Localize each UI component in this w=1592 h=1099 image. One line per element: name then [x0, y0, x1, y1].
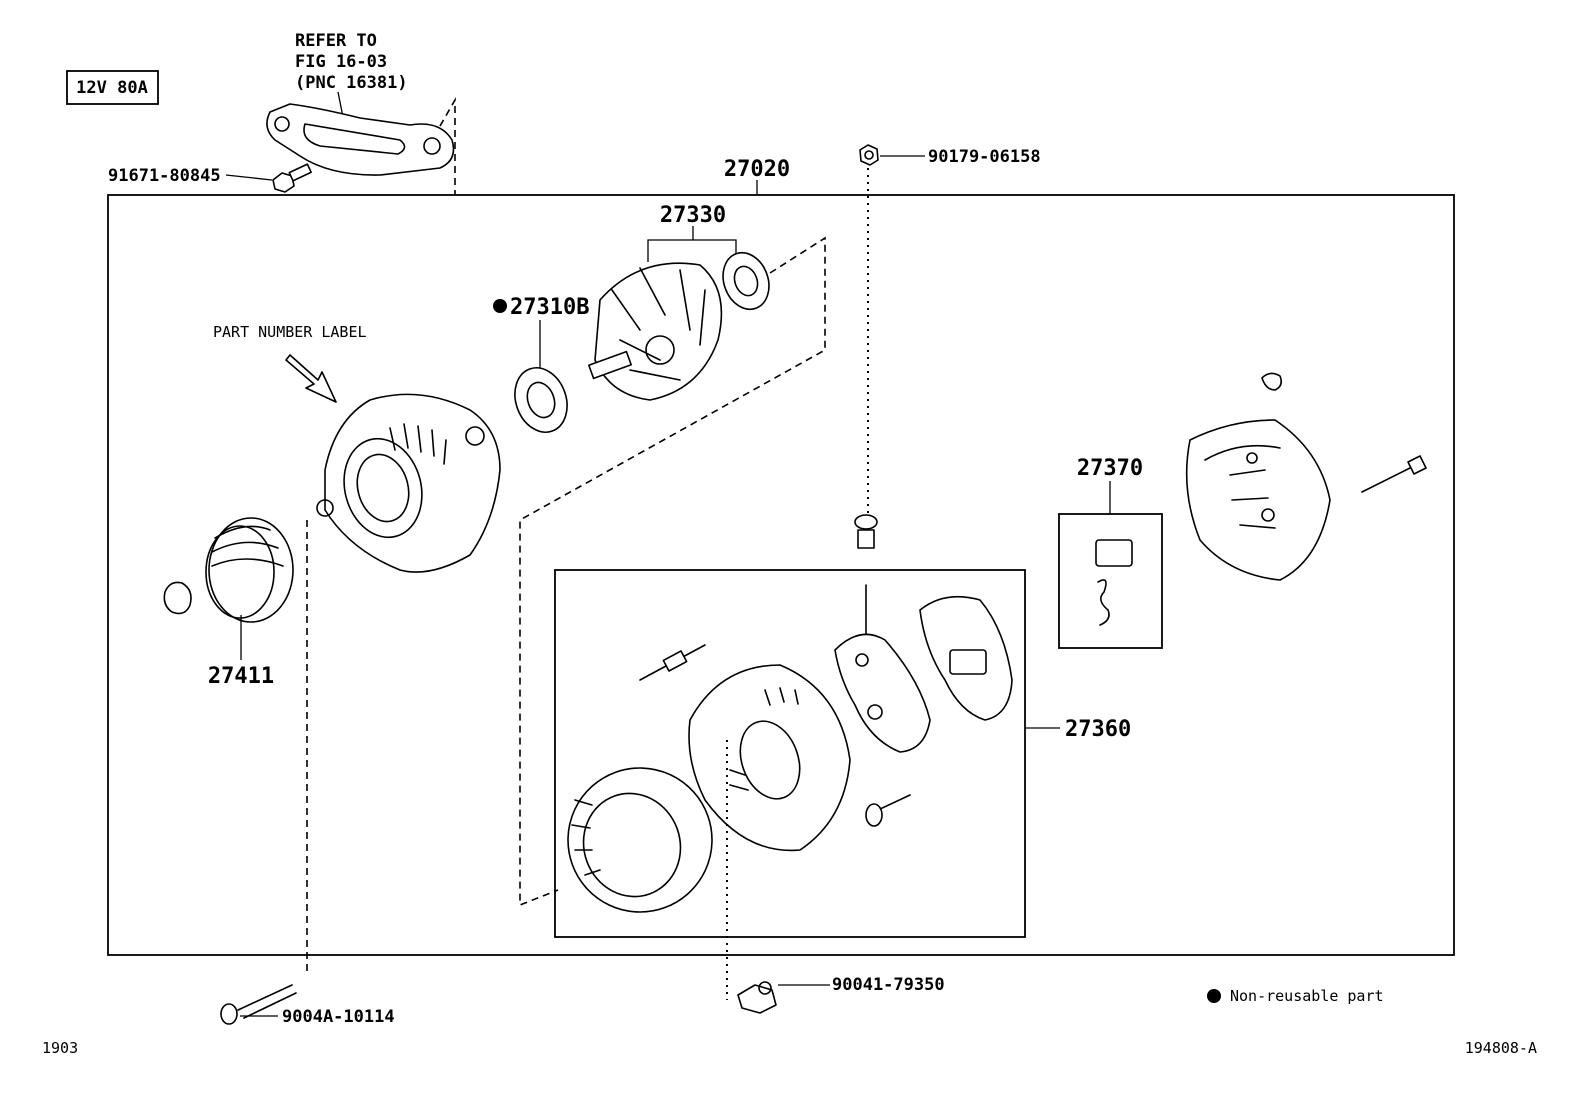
alternator-assembly-box [107, 194, 1455, 956]
cover-bolt-drawing [1361, 455, 1427, 493]
brush-drawing [1095, 539, 1133, 626]
part-label-90179-06158[interactable]: 90179-06158 [928, 147, 1041, 167]
rear-cover-drawing [1185, 419, 1331, 581]
leader-91671 [225, 174, 273, 181]
regulator-drawing [919, 595, 1013, 721]
part-label-27310B[interactable]: 27310B [510, 295, 589, 320]
part-label-27020[interactable]: 27020 [724, 157, 790, 182]
non-reusable-legend-marker [1207, 989, 1221, 1003]
brush-box [1058, 513, 1163, 649]
footer-right-code: 194808-A [1465, 1039, 1537, 1057]
refer-note-line-2: FIG 16-03 [295, 52, 387, 72]
leader-27330-a [647, 226, 694, 262]
refer-note[interactable]: REFER TO FIG 16-03 (PNC 16381) [295, 31, 408, 93]
refer-note-line-1: REFER TO [295, 31, 377, 51]
part-label-91671-80845[interactable]: 91671-80845 [108, 166, 221, 186]
adjusting-bracket-drawing [266, 103, 455, 176]
footer-left-code: 1903 [42, 1039, 78, 1057]
part-label-27330[interactable]: 27330 [660, 203, 726, 228]
terminal-bolt-drawing [865, 794, 911, 827]
rotor-dashed-link [519, 236, 826, 907]
drive-end-frame-drawing [316, 393, 501, 573]
insulator-drawing [854, 514, 878, 549]
stator-drawing [567, 767, 713, 913]
stud-bolt-drawing [639, 644, 706, 681]
rotor-drawing [588, 262, 723, 401]
rear-frame-drawing [688, 664, 851, 852]
pulley-drawing [205, 517, 294, 623]
bolt-9004a-drawing [220, 984, 297, 1025]
rectifier-drawing [834, 584, 931, 753]
nut-90041-drawing [737, 981, 777, 1014]
refer-note-line-3: (PNC 16381) [295, 73, 408, 93]
part-label-27411[interactable]: 27411 [208, 664, 274, 689]
non-reusable-marker-27310b [493, 299, 507, 313]
leader-27330-b [693, 239, 737, 255]
part-label-9004A-10114[interactable]: 9004A-10114 [282, 1007, 395, 1027]
part-label-90041-79350[interactable]: 90041-79350 [832, 975, 945, 995]
pulley-nut-drawing [163, 581, 192, 615]
bolt-91671-drawing [272, 163, 312, 193]
rectifier-end-frame-box [554, 569, 1026, 938]
spec-label: 12V 80A [76, 78, 148, 98]
part-label-27360[interactable]: 27360 [1065, 717, 1131, 742]
bearing-front-drawing [514, 367, 568, 433]
bearing-rear-drawing [722, 251, 770, 311]
cover-nut-drawing [1261, 372, 1282, 391]
bracket-dashed-link [439, 97, 456, 195]
part-label-27370[interactable]: 27370 [1077, 456, 1143, 481]
nut-90179-drawing [859, 144, 879, 166]
part-number-label-note: PART NUMBER LABEL [213, 323, 367, 341]
non-reusable-legend-text: Non-reusable part [1230, 987, 1384, 1005]
label-pointer-arrow-icon [285, 354, 337, 403]
spec-box [66, 70, 159, 105]
